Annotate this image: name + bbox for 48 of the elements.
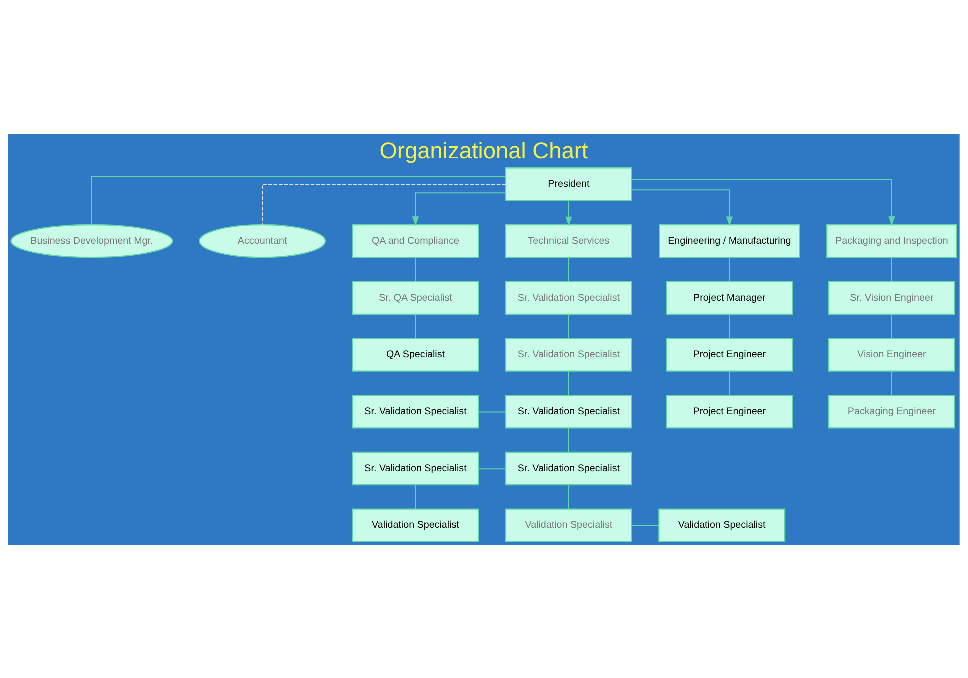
node-box: Sr. Validation Specialist [352, 394, 480, 428]
connector [729, 256, 730, 282]
node-box: President [505, 167, 632, 201]
node-box: Sr. Validation Specialist [505, 280, 632, 315]
node-box: Project Engineer [666, 338, 794, 372]
connector [568, 256, 570, 282]
node-box: Sr. Vision Engineer [828, 280, 956, 315]
connector [415, 256, 416, 282]
connector [891, 256, 892, 282]
node-ellipse: Accountant [199, 224, 326, 258]
connector [631, 525, 660, 526]
node-box: Sr. Validation Specialist [505, 451, 632, 486]
node-box: QA Specialist [352, 338, 480, 372]
node-box: Technical Services [505, 224, 632, 258]
node-box: Project Manager [666, 280, 794, 315]
arrow [412, 192, 506, 226]
arrow [631, 178, 896, 226]
diagram-title: Organizational Chart [380, 136, 588, 163]
connector [262, 184, 506, 225]
connector [478, 468, 506, 470]
node-box: Sr. Validation Specialist [505, 338, 632, 372]
connector [729, 314, 730, 339]
connector [415, 314, 416, 339]
node-box: Packaging Engineer [828, 394, 956, 428]
node-box: Engineering / Manufacturing [658, 224, 800, 258]
node-box: Project Engineer [666, 394, 794, 428]
connector [568, 484, 570, 510]
node-box: Validation Specialist [505, 508, 632, 542]
connector [891, 314, 892, 339]
arrow [566, 200, 572, 226]
node-box: Packaging and Inspection [826, 224, 958, 258]
connector [415, 484, 416, 510]
connector [729, 370, 730, 396]
node-box: Validation Specialist [352, 508, 480, 542]
node-box: Sr. QA Specialist [352, 280, 480, 315]
connector [568, 314, 570, 339]
connector [91, 175, 506, 225]
node-box: QA and Compliance [352, 224, 480, 258]
node-ellipse: Business Development Mgr. [10, 224, 174, 258]
node-box: Sr. Validation Specialist [505, 394, 632, 428]
node-box: Validation Specialist [658, 508, 786, 542]
connector [568, 427, 570, 452]
node-box: Vision Engineer [828, 338, 956, 372]
connector [891, 370, 892, 396]
connector [478, 411, 506, 412]
arrow [632, 189, 734, 226]
node-box: Sr. Validation Specialist [352, 451, 480, 486]
connector [568, 370, 570, 396]
